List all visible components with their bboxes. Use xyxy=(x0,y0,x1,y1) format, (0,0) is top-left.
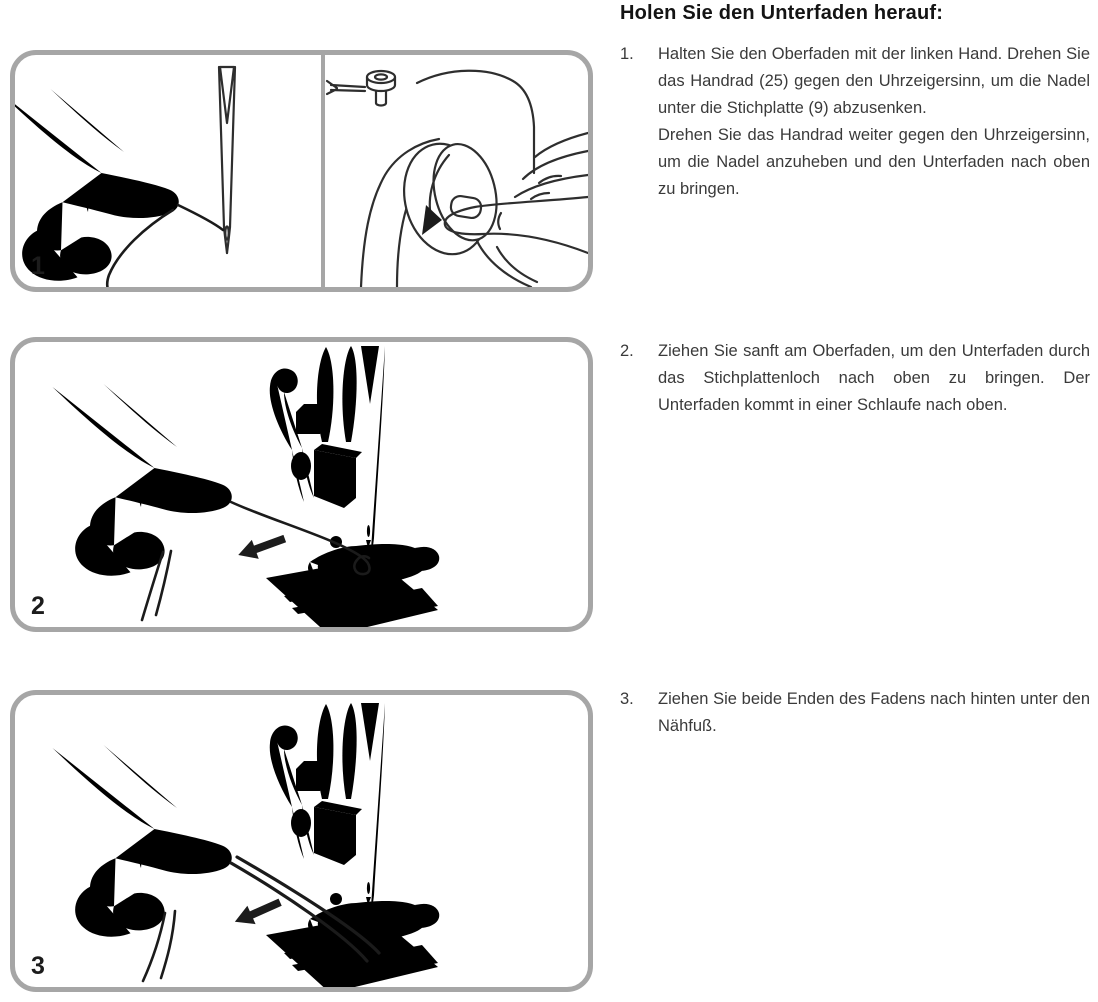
hand-on-wheel-illustration xyxy=(443,131,588,287)
step-text: Ziehen Sie sanft am Oberfaden, um den Un… xyxy=(658,342,1090,414)
page-title: Holen Sie den Unterfaden herauf: xyxy=(620,2,944,24)
figure-number: 2 xyxy=(31,592,45,620)
thread-loop-line xyxy=(140,500,371,622)
step-text: Ziehen Sie beide Enden des Fadens nach h… xyxy=(658,690,1090,735)
pull-direction-arrow-icon xyxy=(231,892,285,932)
handwheel-illustration xyxy=(402,142,498,256)
thread-under-foot-illustration xyxy=(52,703,440,987)
figure-number: 3 xyxy=(31,952,45,980)
needle-illustration xyxy=(217,65,237,255)
pull-thread-loop-illustration xyxy=(52,346,440,627)
instruction-step-1: 1. Halten Sie den Oberfaden mit der link… xyxy=(620,41,1090,203)
instruction-step-2: 2. Ziehen Sie sanft am Oberfaden, um den… xyxy=(620,338,1090,419)
upper-thread-line xyxy=(105,203,225,287)
figure-number: 1 xyxy=(31,252,45,280)
instruction-step-3: 3. Ziehen Sie beide Enden des Fadens nac… xyxy=(620,686,1090,740)
figure-step-2: 2 xyxy=(10,337,593,632)
thread-ends-lines xyxy=(141,855,381,983)
panel-divider xyxy=(321,55,325,287)
handwheel-turn-illustration xyxy=(325,69,588,287)
spool-pin-illustration xyxy=(325,69,397,107)
step-number: 2. xyxy=(620,342,634,360)
figure-step-1: 1 xyxy=(10,50,593,292)
hand-illustration xyxy=(52,384,232,576)
step-text: Halten Sie den Oberfaden mit der linken … xyxy=(658,45,1090,198)
figure-step-3: 3 xyxy=(10,690,593,992)
hand-illustration xyxy=(52,745,232,937)
pull-direction-arrow-icon xyxy=(235,529,289,565)
presser-foot-illustration xyxy=(266,346,440,627)
step-number: 3. xyxy=(620,690,634,708)
rotation-arrow-icon xyxy=(422,153,451,235)
step-number: 1. xyxy=(620,45,634,63)
hand-thread-needle-illustration xyxy=(15,65,237,287)
